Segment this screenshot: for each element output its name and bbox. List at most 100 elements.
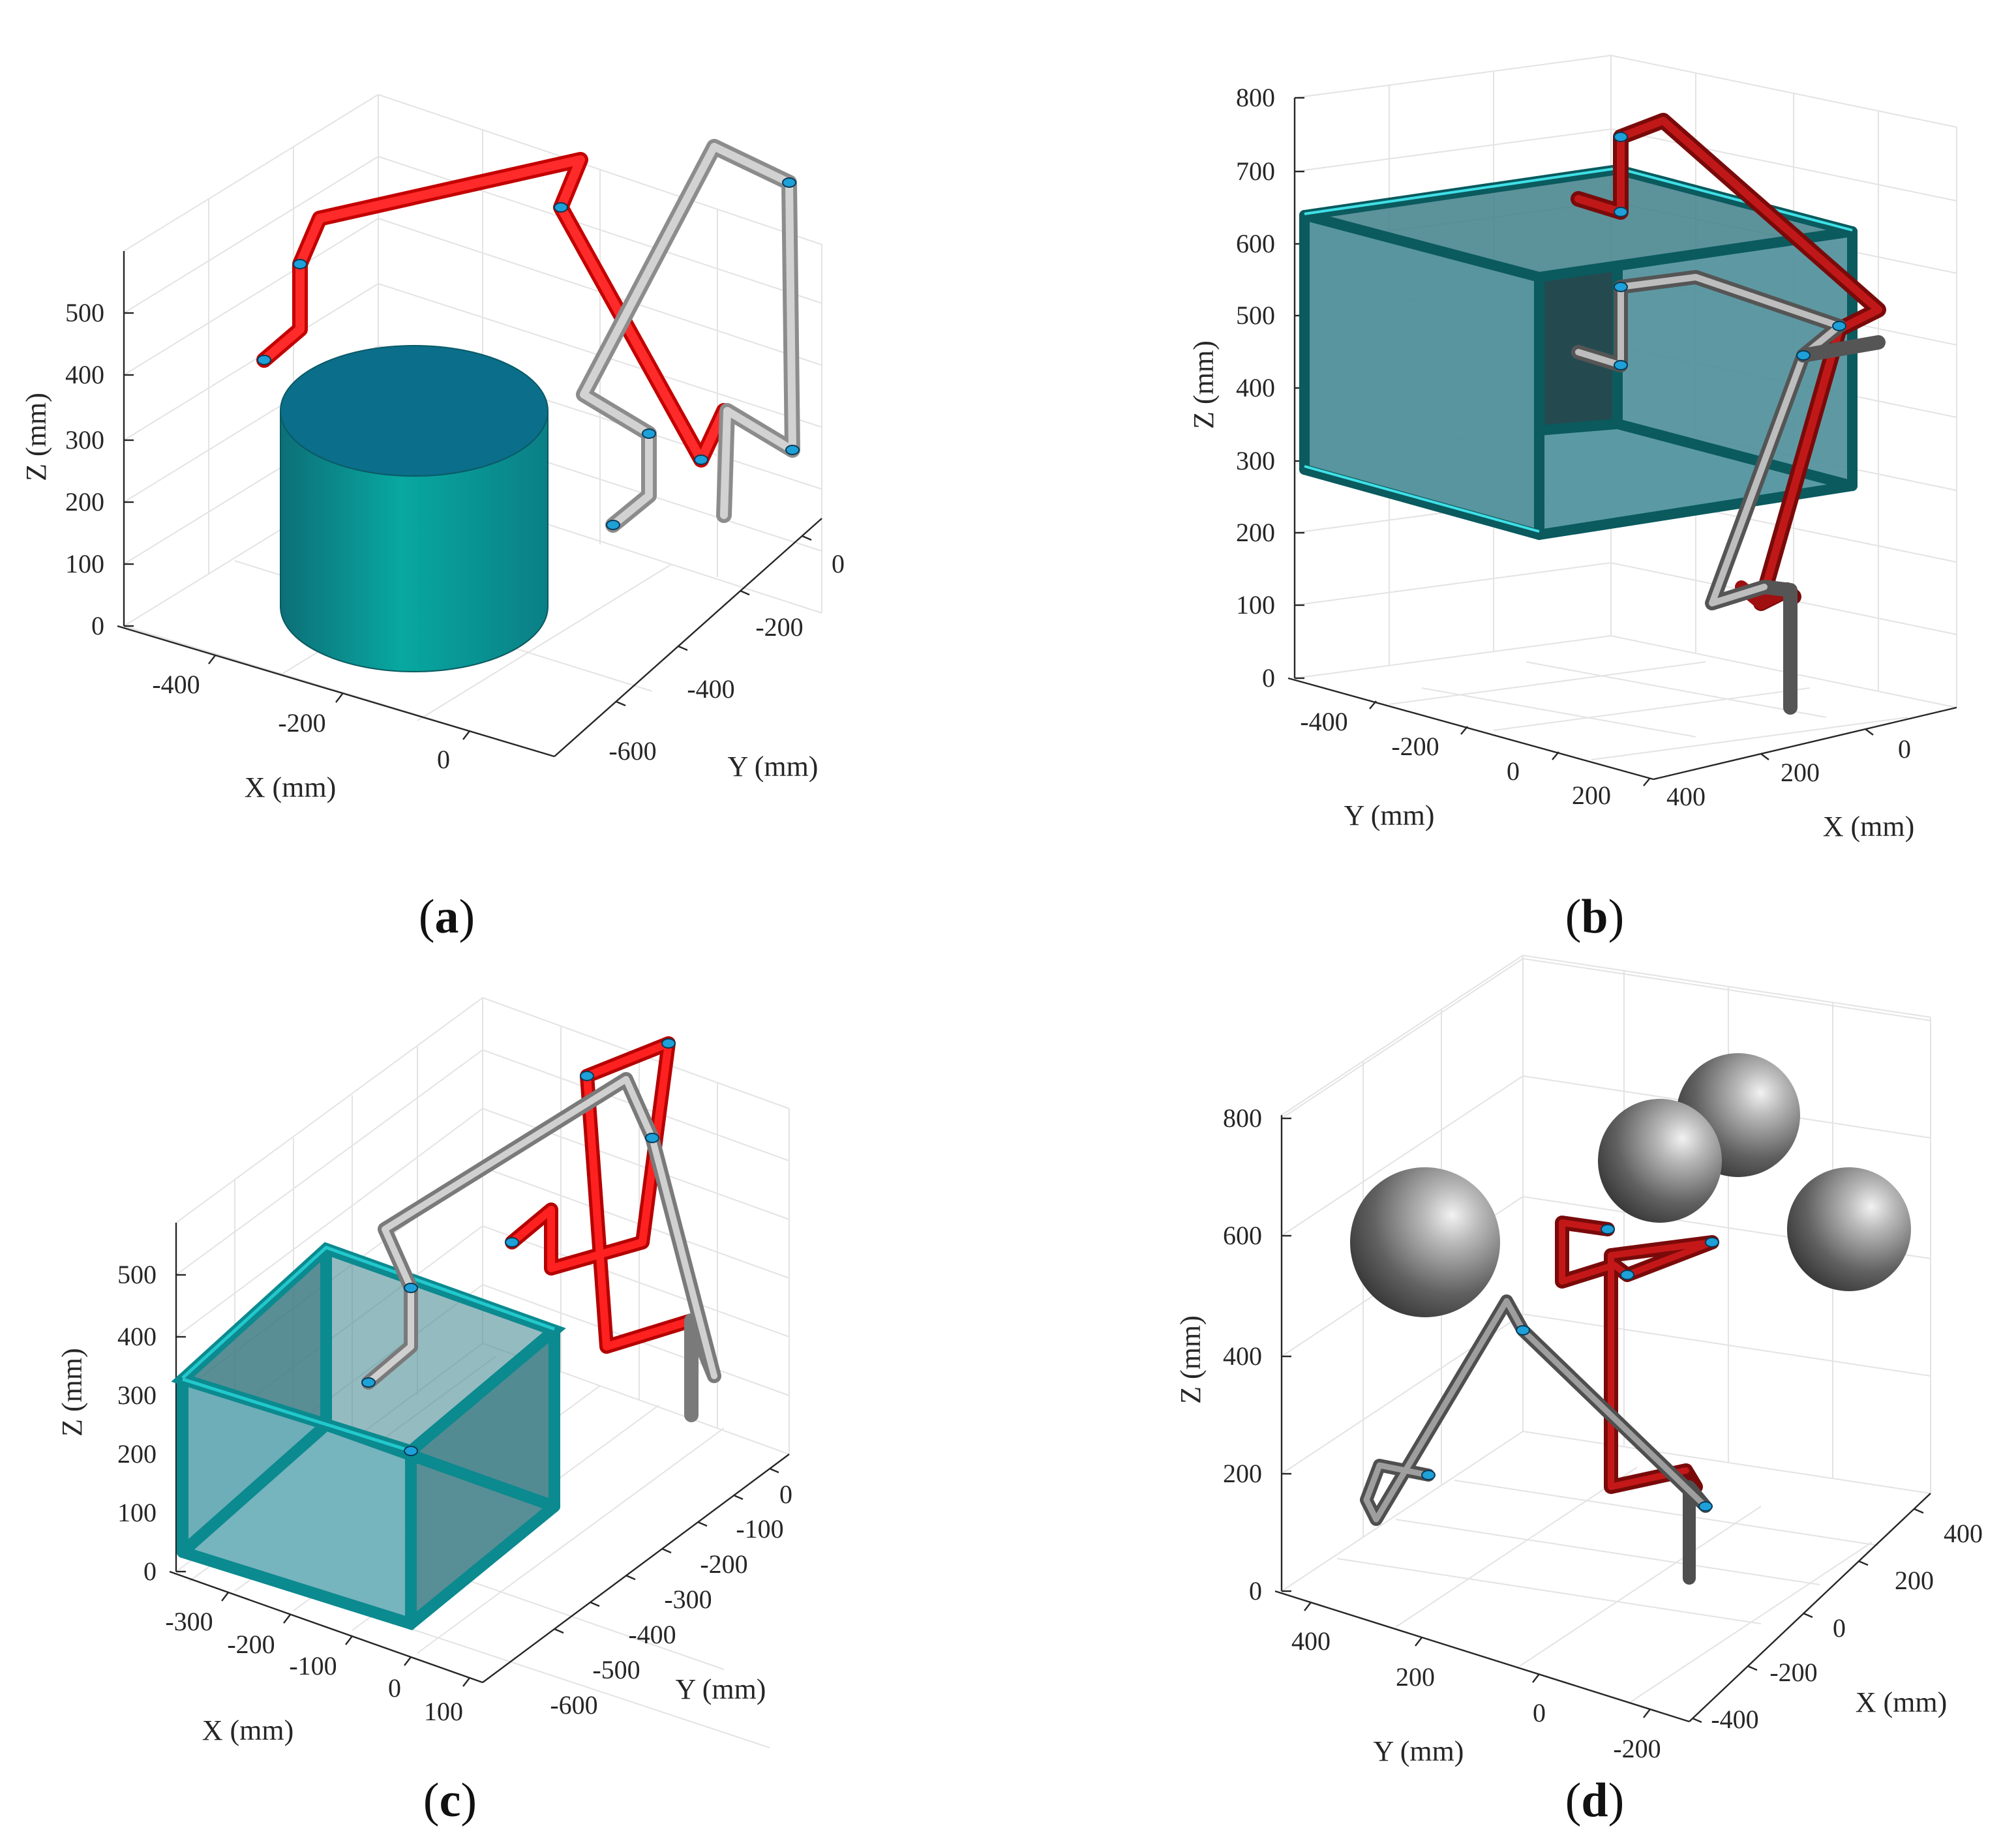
panel-b-joints bbox=[1614, 132, 1846, 370]
panel-c-joints bbox=[361, 1038, 676, 1456]
panel-b-y-ticks: -400 -200 0 200 bbox=[1300, 707, 1611, 810]
panel-d-caption-letter: d bbox=[1581, 1774, 1608, 1827]
joint-icon bbox=[645, 1133, 659, 1143]
panel-a-axes bbox=[117, 251, 822, 758]
panel-a-red-arm bbox=[256, 152, 732, 468]
panel-a-z-tick: 200 bbox=[65, 487, 104, 516]
joint-icon bbox=[1601, 1224, 1615, 1234]
panel-a-z-ticks: 0 100 200 300 400 500 bbox=[65, 298, 104, 640]
panel-d-x-tick: 200 bbox=[1895, 1566, 1934, 1595]
panel-b-y-tick: -200 bbox=[1391, 732, 1439, 761]
panel-d-z-ticks: 0 200 400 600 800 bbox=[1223, 1103, 1262, 1606]
panel-c-z-tick: 100 bbox=[117, 1498, 157, 1527]
panel-c-y-tick: -100 bbox=[736, 1514, 783, 1544]
panel-b-z-tick: 600 bbox=[1236, 229, 1275, 258]
panel-b-x-ticks: 400 200 0 bbox=[1666, 734, 1911, 811]
joint-icon bbox=[1698, 1501, 1713, 1512]
panel-c-box bbox=[171, 1242, 566, 1631]
panel-b-z-tick: 0 bbox=[1262, 663, 1275, 693]
panel-b: 0 100 200 300 400 500 600 700 800 -400 -… bbox=[1188, 54, 1957, 944]
panel-d-y-ticks: 400 200 0 -200 bbox=[1291, 1626, 1661, 1763]
panel-b-y-label: Y (mm) bbox=[1344, 799, 1435, 831]
panel-a-z-tick: 100 bbox=[65, 549, 104, 578]
panel-c-z-tick: 400 bbox=[117, 1322, 157, 1351]
joint-icon bbox=[293, 259, 307, 269]
joint-icon bbox=[782, 177, 796, 188]
panel-b-z-tick: 400 bbox=[1236, 373, 1275, 402]
panel-d-z-tick: 0 bbox=[1249, 1576, 1262, 1606]
panel-c-y-ticks: 0 -100 -200 -300 -400 -500 -600 bbox=[550, 1480, 792, 1720]
panel-b-x-tick: 0 bbox=[1898, 734, 1911, 764]
panel-b-y-tick: 200 bbox=[1572, 781, 1611, 810]
panel-d-x-ticks: 400 200 0 -200 -400 bbox=[1711, 1519, 1983, 1734]
panel-a-x-tick: -400 bbox=[152, 670, 200, 699]
joint-icon bbox=[1832, 321, 1846, 331]
joint-icon bbox=[1614, 132, 1628, 142]
panel-a-x-tick: -200 bbox=[278, 708, 325, 738]
panel-c-y-tick: -600 bbox=[550, 1690, 597, 1720]
panel-b-gray-arm bbox=[1571, 270, 1886, 715]
panel-b-z-tick: 300 bbox=[1236, 446, 1275, 475]
panel-a-x-ticks: -400 -200 0 bbox=[152, 670, 450, 774]
panel-d-z-tick: 400 bbox=[1223, 1341, 1262, 1371]
panel-d-y-tick: 200 bbox=[1396, 1662, 1435, 1692]
panel-a-y-tick: -200 bbox=[755, 612, 803, 642]
joint-icon bbox=[1421, 1470, 1436, 1480]
joint-icon bbox=[694, 455, 708, 465]
joint-icon bbox=[505, 1237, 519, 1247]
panel-d: 0 200 400 600 800 400 200 0 -200 400 200… bbox=[1175, 954, 1983, 1827]
panel-c-axes bbox=[169, 1223, 790, 1687]
panel-a-x-label: X (mm) bbox=[245, 771, 337, 803]
joint-icon bbox=[580, 1071, 594, 1081]
panel-d-y-label: Y (mm) bbox=[1374, 1735, 1464, 1767]
joint-icon bbox=[785, 445, 800, 455]
panel-b-z-ticks: 0 100 200 300 400 500 600 700 800 bbox=[1236, 83, 1275, 693]
joint-icon bbox=[661, 1038, 676, 1049]
panel-c-x-tick: 0 bbox=[388, 1673, 401, 1703]
panel-a-joints bbox=[257, 177, 800, 530]
joint-icon bbox=[1620, 1270, 1634, 1280]
panel-d-z-tick: 200 bbox=[1223, 1459, 1262, 1488]
panel-b-y-tick: -400 bbox=[1300, 707, 1347, 736]
panel-b-caption: (b) bbox=[1565, 890, 1624, 944]
panel-a-x-tick: 0 bbox=[437, 745, 450, 774]
panel-c-z-tick: 0 bbox=[143, 1557, 157, 1586]
panel-b-z-tick: 200 bbox=[1236, 518, 1275, 547]
joint-icon bbox=[606, 520, 620, 530]
panel-d-x-tick: 400 bbox=[1944, 1519, 1983, 1548]
panel-a-z-tick: 500 bbox=[65, 298, 104, 327]
panel-b-z-tick: 700 bbox=[1236, 157, 1275, 186]
panel-d-x-tick: 0 bbox=[1833, 1613, 1846, 1643]
panel-c-z-ticks: 0 100 200 300 400 500 bbox=[117, 1260, 157, 1586]
panel-a-z-label: Z (mm) bbox=[20, 393, 52, 481]
sphere-obstacle bbox=[1350, 1167, 1500, 1317]
panel-d-spheres bbox=[1350, 1053, 1911, 1317]
panel-b-x-label: X (mm) bbox=[1823, 811, 1915, 843]
panel-c-x-ticks: -300 -200 -100 0 100 bbox=[165, 1607, 463, 1726]
panel-a-y-tick: 0 bbox=[832, 549, 845, 578]
panel-b-x-tick: 400 bbox=[1666, 782, 1706, 811]
panel-c-x-tick: 100 bbox=[424, 1697, 463, 1726]
panel-b-z-label: Z (mm) bbox=[1188, 340, 1220, 429]
panel-a-z-tick: 0 bbox=[91, 611, 104, 640]
joint-icon bbox=[404, 1446, 418, 1456]
panel-d-x-label: X (mm) bbox=[1856, 1686, 1948, 1718]
joint-icon bbox=[554, 202, 568, 213]
panel-c-x-tick: -100 bbox=[289, 1651, 337, 1680]
panel-a-caption: (a) bbox=[419, 890, 475, 944]
panel-d-x-tick: -400 bbox=[1711, 1705, 1758, 1734]
panel-a-grid bbox=[123, 93, 822, 757]
panel-d-z-tick: 600 bbox=[1223, 1221, 1262, 1250]
panel-a-gray-arm bbox=[576, 139, 800, 533]
panel-c-x-tick: -200 bbox=[227, 1630, 275, 1659]
panel-d-y-tick: 0 bbox=[1533, 1698, 1546, 1727]
panel-a-z-tick: 300 bbox=[65, 425, 104, 455]
panel-a-y-label: Y (mm) bbox=[728, 751, 819, 783]
panel-b-z-tick: 100 bbox=[1236, 590, 1275, 620]
joint-icon bbox=[1614, 282, 1628, 292]
panel-d-z-label: Z (mm) bbox=[1175, 1315, 1207, 1404]
panel-a-y-ticks: 0 -200 -400 -600 bbox=[609, 549, 845, 766]
panel-c: 0 100 200 300 400 500 -300 -200 -100 0 1… bbox=[56, 996, 792, 1827]
panel-c-x-label: X (mm) bbox=[202, 1714, 294, 1746]
